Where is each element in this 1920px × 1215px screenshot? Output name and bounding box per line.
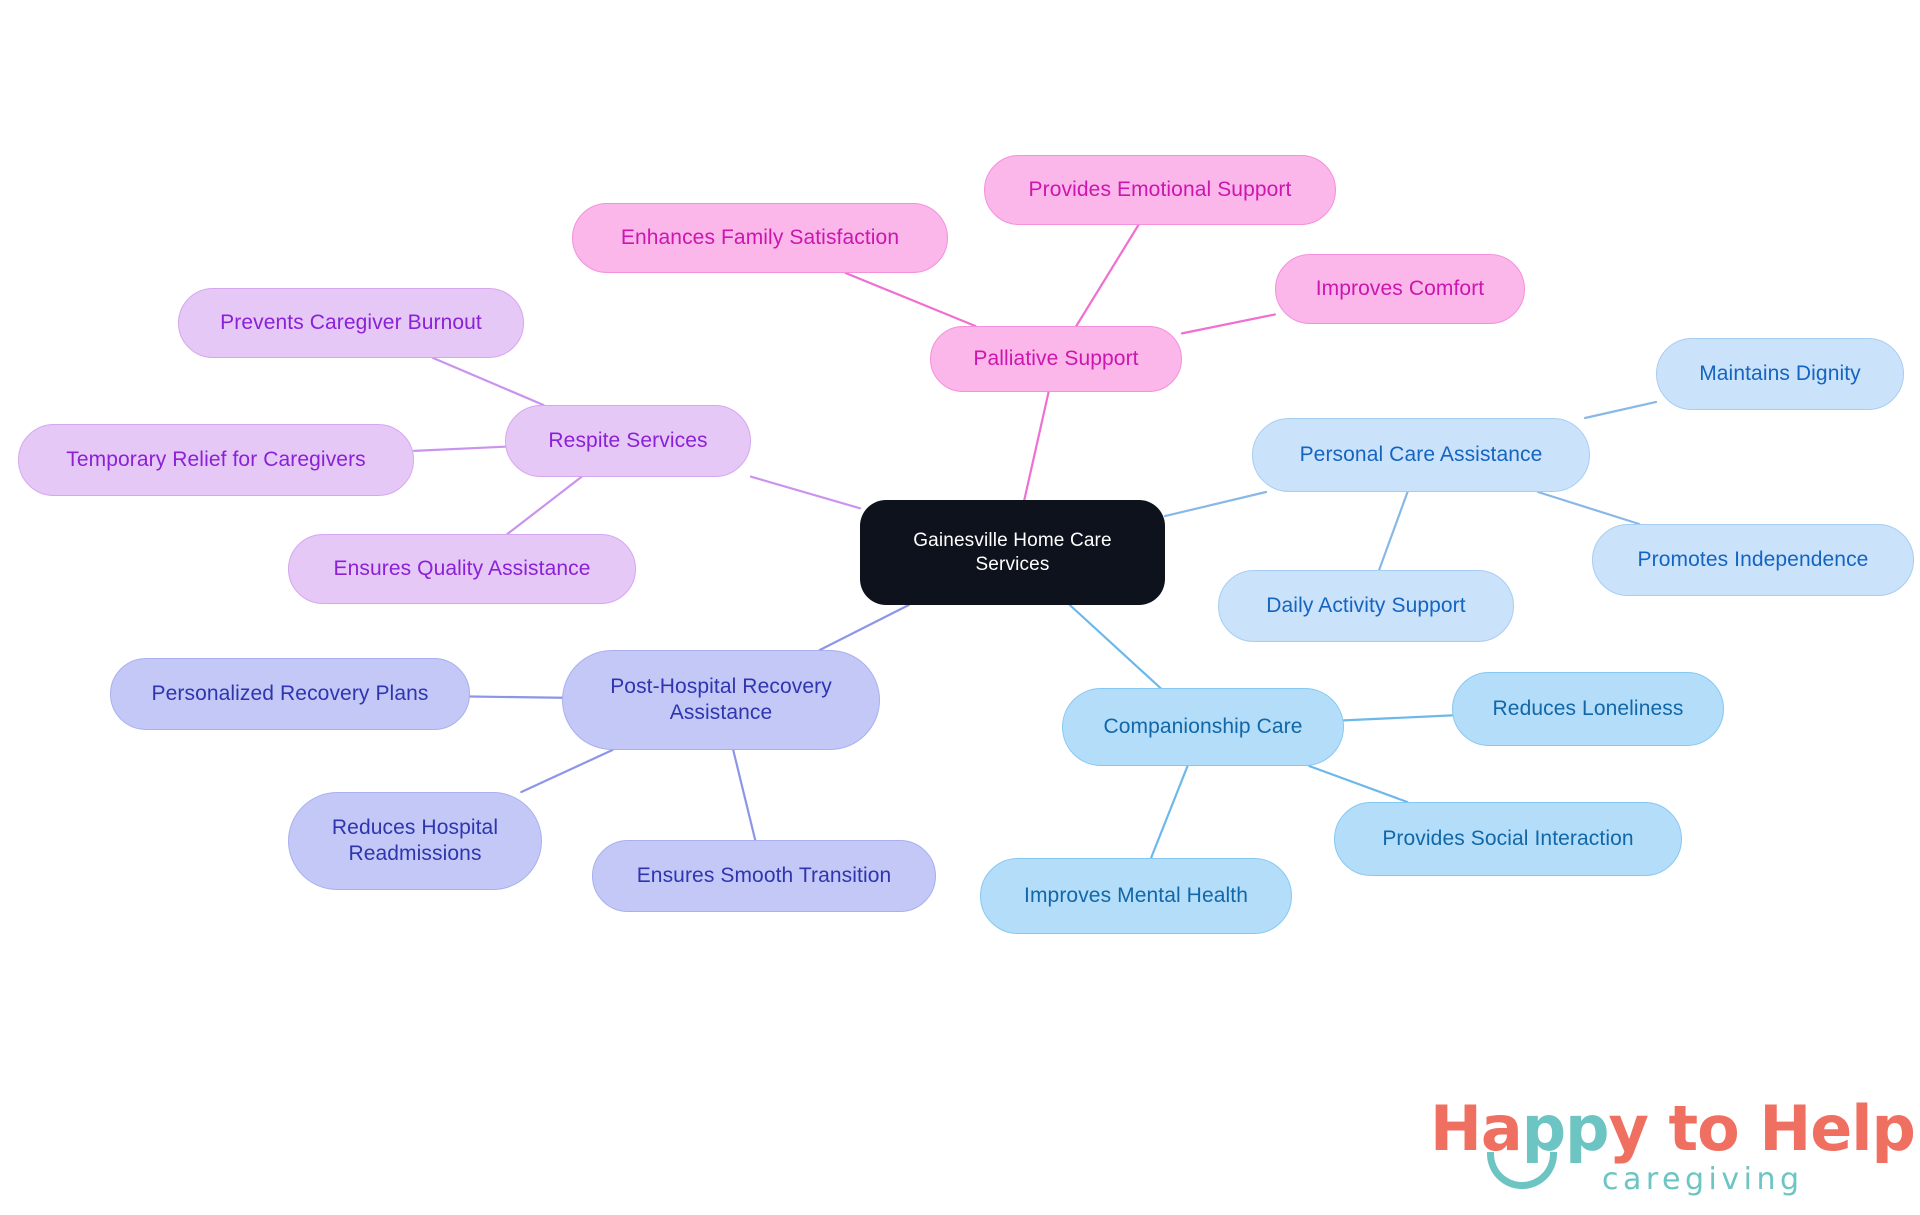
edge-post-hospital-to-readmissions (520, 748, 614, 794)
smile-icon (1487, 1152, 1557, 1189)
node-label: Ensures Quality Assistance (333, 557, 591, 581)
node-label: Gainesville Home Care Services (913, 530, 1112, 575)
node-label: Promotes Independence (1637, 548, 1869, 572)
brand-logo: Happy to Help caregiving (1430, 1098, 1916, 1198)
node-label: Maintains Dignity (1699, 362, 1861, 386)
node-label: Prevents Caregiver Burnout (220, 311, 482, 335)
node-label: Daily Activity Support (1266, 594, 1466, 618)
mindmap-node-social[interactable]: Provides Social Interaction (1334, 802, 1682, 876)
edge-personal-care-to-independence (1536, 490, 1641, 526)
mindmap-node-comfort[interactable]: Improves Comfort (1275, 254, 1525, 324)
edge-root-to-personal-care (1163, 490, 1268, 518)
node-label: Provides Social Interaction (1382, 827, 1634, 851)
edge-post-hospital-to-recovery-plans (468, 695, 564, 699)
mindmap-node-readmissions[interactable]: Reduces Hospital Readmissions (288, 792, 542, 890)
node-label: Reduces Hospital Readmissions (331, 816, 499, 865)
node-label: Respite Services (548, 429, 708, 453)
mindmap-node-companionship[interactable]: Companionship Care (1062, 688, 1344, 766)
node-label: Personal Care Assistance (1299, 443, 1543, 467)
mindmap-node-family-sat[interactable]: Enhances Family Satisfaction (572, 203, 948, 273)
mindmap-node-root[interactable]: Gainesville Home Care Services (860, 500, 1165, 605)
edge-palliative-to-comfort (1180, 313, 1277, 335)
node-label: Companionship Care (1103, 715, 1303, 739)
mindmap-node-personal-care[interactable]: Personal Care Assistance (1252, 418, 1590, 492)
edge-respite-to-quality (506, 475, 583, 536)
mindmap-node-palliative[interactable]: Palliative Support (930, 326, 1182, 392)
edge-root-to-companionship (1068, 603, 1162, 690)
edge-respite-to-burnout (432, 356, 545, 407)
edge-root-to-post-hospital (818, 603, 910, 652)
node-label: Enhances Family Satisfaction (620, 226, 900, 250)
edge-post-hospital-to-transition (732, 748, 757, 842)
logo-text-part1: Ha (1430, 1092, 1523, 1165)
node-label: Temporary Relief for Caregivers (66, 448, 366, 472)
edge-root-to-palliative (1023, 390, 1050, 502)
edge-personal-care-to-dignity (1583, 400, 1658, 420)
logo-subtitle: caregiving (1602, 1162, 1804, 1197)
node-label: Personalized Recovery Plans (151, 682, 429, 706)
edge-companionship-to-mental (1149, 764, 1189, 860)
logo-text-part2: pp (1521, 1092, 1610, 1165)
mindmap-node-quality[interactable]: Ensures Quality Assistance (288, 534, 636, 604)
mindmap-node-transition[interactable]: Ensures Smooth Transition (592, 840, 936, 912)
mindmap-node-independence[interactable]: Promotes Independence (1592, 524, 1914, 596)
edge-companionship-to-social (1308, 764, 1409, 804)
edge-palliative-to-family-sat (844, 271, 977, 328)
mindmap-node-daily[interactable]: Daily Activity Support (1218, 570, 1514, 642)
logo-text-part3: y to Help (1608, 1092, 1916, 1165)
edge-companionship-to-loneliness (1342, 714, 1454, 722)
node-label: Ensures Smooth Transition (636, 864, 892, 888)
mindmap-node-loneliness[interactable]: Reduces Loneliness (1452, 672, 1724, 746)
edge-palliative-to-emotional (1075, 223, 1140, 328)
mindmap-node-recovery-plans[interactable]: Personalized Recovery Plans (110, 658, 470, 730)
mindmap-node-burnout[interactable]: Prevents Caregiver Burnout (178, 288, 524, 358)
edge-root-to-respite (749, 475, 862, 510)
logo-wordmark: Happy to Help (1430, 1098, 1916, 1160)
node-label: Palliative Support (973, 347, 1139, 371)
node-label: Provides Emotional Support (1028, 178, 1292, 202)
mindmap-node-emotional[interactable]: Provides Emotional Support (984, 155, 1336, 225)
mindmap-node-post-hospital[interactable]: Post-Hospital Recovery Assistance (562, 650, 880, 750)
mindmap-node-dignity[interactable]: Maintains Dignity (1656, 338, 1904, 410)
node-label: Improves Mental Health (1024, 884, 1248, 908)
edge-respite-to-temp-rel (412, 445, 507, 452)
mindmap-node-mental[interactable]: Improves Mental Health (980, 858, 1292, 934)
mindmap-node-temp-rel[interactable]: Temporary Relief for Caregivers (18, 424, 414, 496)
node-label: Improves Comfort (1315, 277, 1485, 301)
edge-personal-care-to-daily (1378, 490, 1409, 572)
node-label: Post-Hospital Recovery Assistance (610, 675, 832, 724)
node-label: Reduces Loneliness (1492, 697, 1684, 721)
mindmap-node-respite[interactable]: Respite Services (505, 405, 751, 477)
